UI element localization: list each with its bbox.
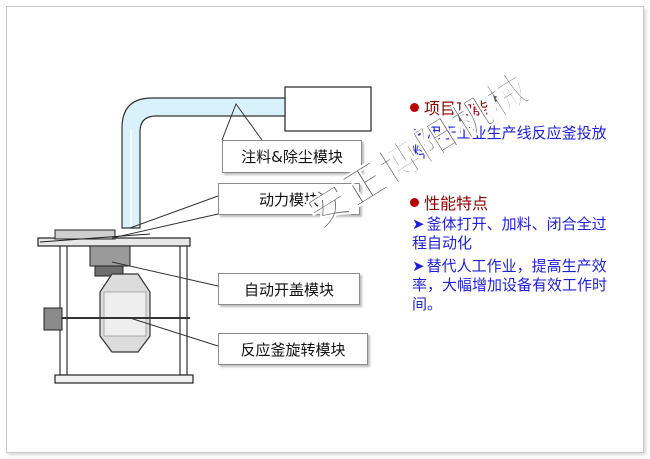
reactor-body-highlight [103,291,147,337]
callout-rotation: 反应釜旋转模块 [218,333,368,365]
frame-column-right [179,244,188,376]
leader-lid [111,261,219,287]
callout-auto-lid: 自动开盖模块 [218,273,360,305]
bullet-dot-icon [410,102,419,112]
features-title: 性能特点 [410,190,488,214]
function-title-text: 项目功能 [424,99,489,118]
machine-base [54,374,194,384]
leader-injection [221,102,263,141]
rotation-motor [43,307,63,331]
leader-lines [111,102,263,347]
arrow-bullet-icon: ➤ [412,215,425,233]
callout-power: 动力模块 [218,183,360,215]
feature-item-1: ➤釜体打开、加料、闭合全过程自动化 [412,215,612,253]
lid-opener [94,265,124,277]
function-item-text: 用于工业生产线反应釜投放料 [412,124,607,161]
feature-item-1-text: 釜体打开、加料、闭合全过程自动化 [412,215,607,252]
arrow-bullet-icon: ➤ [412,124,425,142]
bullet-dot-icon [410,197,419,207]
function-item: ➤用于工业生产线反应釜投放料 [412,124,612,162]
callout-injection-dust: 注料&除尘模块 [222,140,362,173]
leader-power-a [129,195,219,229]
function-title: 项目功能 [410,95,488,119]
arrow-bullet-icon: ➤ [412,257,425,275]
leader-rotation [129,317,219,347]
feature-item-2-text: 替代人工作业，提高生产效率，大幅增加设备有效工作时间。 [412,257,608,313]
platform-link [39,233,151,243]
leader-power-b [111,213,219,239]
duct-pipe [121,97,286,229]
power-unit [89,245,131,267]
dust-collector-box [284,86,372,132]
features-title-text: 性能特点 [424,194,489,213]
feature-item-2: ➤替代人工作业，提高生产效率，大幅增加设备有效工作时间。 [412,257,612,314]
